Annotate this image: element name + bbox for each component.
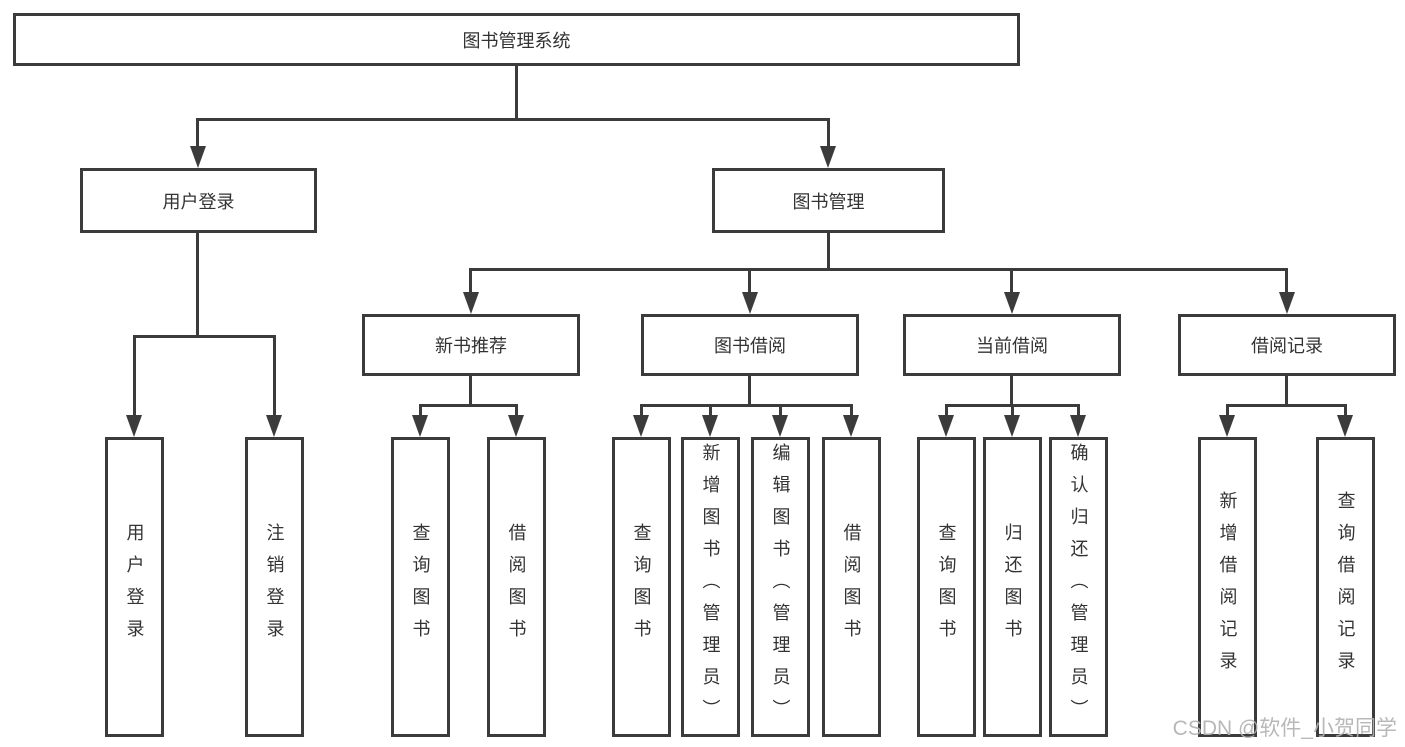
leaf-add-borrow-record-label: 新增借阅记录 bbox=[1217, 491, 1238, 683]
node-user-login: 用户登录 bbox=[80, 168, 317, 233]
arrow-down-icon bbox=[1279, 292, 1295, 314]
connector-line bbox=[133, 335, 136, 415]
arrow-down-icon bbox=[266, 415, 282, 437]
connector-line bbox=[419, 404, 422, 415]
connector-line bbox=[945, 404, 948, 415]
arrow-down-icon bbox=[190, 146, 206, 168]
connector-line bbox=[850, 404, 853, 415]
connector-line bbox=[1285, 376, 1288, 406]
arrow-down-icon bbox=[508, 415, 524, 437]
arrow-down-icon bbox=[938, 415, 954, 437]
leaf-add-books-admin-label: 新增图书（管理员） bbox=[700, 443, 721, 731]
node-current-borrowing: 当前借阅 bbox=[903, 314, 1121, 376]
node-root: 图书管理系统 bbox=[13, 13, 1020, 66]
leaf-borrow-books-recommend-label: 借阅图书 bbox=[506, 523, 527, 651]
arrow-down-icon bbox=[463, 292, 479, 314]
watermark: CSDN @软件_小贺同学 bbox=[1172, 717, 1397, 740]
leaf-add-borrow-record: 新增借阅记录 bbox=[1198, 437, 1257, 737]
connector-line bbox=[273, 335, 276, 415]
leaf-query-books-recommend-label: 查询图书 bbox=[410, 523, 431, 651]
node-borrowing-records-label: 借阅记录 bbox=[1251, 336, 1323, 356]
connector-line bbox=[640, 404, 643, 415]
node-book-borrowing: 图书借阅 bbox=[641, 314, 859, 376]
node-new-book-recommendation-label: 新书推荐 bbox=[435, 336, 507, 356]
leaf-edit-books-admin: 编辑图书（管理员） bbox=[751, 437, 810, 737]
leaf-query-books-current: 查询图书 bbox=[917, 437, 976, 737]
leaf-borrow-books: 借阅图书 bbox=[822, 437, 881, 737]
connector-line bbox=[196, 233, 199, 337]
node-root-label: 图书管理系统 bbox=[462, 30, 571, 51]
connector-line bbox=[196, 118, 830, 121]
connector-line bbox=[419, 404, 518, 407]
leaf-return-books: 归还图书 bbox=[983, 437, 1042, 737]
connector-line bbox=[515, 66, 518, 120]
leaf-return-books-label: 归还图书 bbox=[1002, 523, 1023, 651]
leaf-user-login: 用户登录 bbox=[105, 437, 164, 737]
arrow-down-icon bbox=[1219, 415, 1235, 437]
connector-line bbox=[469, 376, 472, 406]
connector-line bbox=[779, 404, 782, 415]
leaf-query-borrow-record-label: 查询借阅记录 bbox=[1335, 491, 1356, 683]
node-user-login-label: 用户登录 bbox=[162, 191, 235, 212]
arrow-down-icon bbox=[772, 415, 788, 437]
node-borrowing-records: 借阅记录 bbox=[1178, 314, 1396, 376]
connector-line bbox=[196, 118, 199, 146]
connector-line bbox=[1226, 404, 1229, 415]
arrow-down-icon bbox=[126, 415, 142, 437]
leaf-query-books-current-label: 查询图书 bbox=[936, 523, 957, 651]
leaf-confirm-return-admin-label: 确认归还（管理员） bbox=[1068, 443, 1089, 731]
arrow-down-icon bbox=[633, 415, 649, 437]
arrow-down-icon bbox=[412, 415, 428, 437]
connector-line bbox=[1011, 404, 1014, 415]
connector-line bbox=[469, 268, 1288, 271]
leaf-query-books-recommend: 查询图书 bbox=[391, 437, 450, 737]
leaf-query-books-borrow: 查询图书 bbox=[612, 437, 671, 737]
connector-line bbox=[133, 335, 276, 338]
leaf-logout-label: 注销登录 bbox=[264, 523, 285, 651]
node-new-book-recommendation: 新书推荐 bbox=[362, 314, 580, 376]
connector-line bbox=[748, 376, 751, 406]
leaf-borrow-books-label: 借阅图书 bbox=[841, 523, 862, 651]
connector-line bbox=[515, 404, 518, 415]
node-book-borrowing-label: 图书借阅 bbox=[714, 336, 786, 356]
connector-line bbox=[1285, 268, 1288, 292]
leaf-add-books-admin: 新增图书（管理员） bbox=[681, 437, 740, 737]
connector-line bbox=[709, 404, 712, 415]
leaf-confirm-return-admin: 确认归还（管理员） bbox=[1049, 437, 1108, 737]
connector-line bbox=[1344, 404, 1347, 415]
arrow-down-icon bbox=[1070, 415, 1086, 437]
connector-line bbox=[1226, 404, 1347, 407]
leaf-query-borrow-record: 查询借阅记录 bbox=[1316, 437, 1375, 737]
leaf-borrow-books-recommend: 借阅图书 bbox=[487, 437, 546, 737]
arrow-down-icon bbox=[820, 146, 836, 168]
connector-line bbox=[827, 118, 830, 146]
connector-line bbox=[1077, 404, 1080, 415]
node-current-borrowing-label: 当前借阅 bbox=[976, 336, 1048, 356]
connector-line bbox=[827, 233, 830, 270]
node-book-management-label: 图书管理 bbox=[792, 191, 865, 212]
leaf-query-books-borrow-label: 查询图书 bbox=[631, 523, 652, 651]
leaf-logout: 注销登录 bbox=[245, 437, 304, 737]
arrow-down-icon bbox=[702, 415, 718, 437]
leaf-edit-books-admin-label: 编辑图书（管理员） bbox=[770, 443, 791, 731]
arrow-down-icon bbox=[742, 292, 758, 314]
connector-line bbox=[1010, 376, 1013, 406]
connector-line bbox=[640, 404, 853, 407]
arrow-down-icon bbox=[843, 415, 859, 437]
connector-line bbox=[1010, 268, 1013, 292]
arrow-down-icon bbox=[1337, 415, 1353, 437]
node-book-management: 图书管理 bbox=[712, 168, 945, 233]
leaf-user-login-label: 用户登录 bbox=[124, 523, 145, 651]
connector-line bbox=[469, 268, 472, 292]
arrow-down-icon bbox=[1004, 292, 1020, 314]
arrow-down-icon bbox=[1004, 415, 1020, 437]
connector-line bbox=[748, 268, 751, 292]
